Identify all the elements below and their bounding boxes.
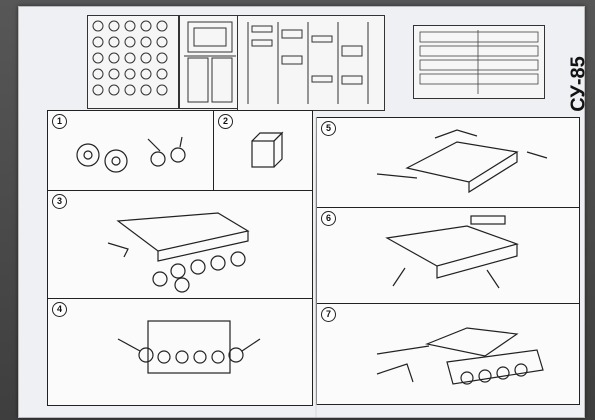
step-number: 5 [321, 121, 336, 136]
instruction-sheet: СУ-85 1 2 3 [18, 6, 589, 418]
step-6-drawing [385, 215, 519, 289]
model-title: СУ-85 [567, 56, 589, 112]
step-1-drawing [76, 136, 186, 173]
step-7-drawing [376, 327, 544, 385]
step-2-drawing [251, 131, 284, 168]
sprue-hull-parts [179, 15, 241, 109]
model-title-text: СУ-85 [567, 56, 589, 112]
step-panel-3: 3 [47, 190, 313, 300]
sprue-small-parts [237, 15, 385, 111]
step-panel-6: 6 [316, 207, 580, 305]
wheel-parts-drawing [92, 20, 168, 96]
step-panel-1: 1 [47, 110, 215, 192]
step-panel-4: 4 [47, 298, 313, 406]
step-panel-2: 2 [213, 110, 313, 192]
step-number: 2 [218, 114, 233, 129]
step-number: 4 [52, 302, 67, 317]
step-number: 7 [321, 307, 336, 322]
fold-crease [315, 117, 317, 417]
track-links-drawing [419, 30, 539, 94]
small-parts-drawing [247, 22, 369, 104]
step-panel-7: 7 [316, 303, 580, 405]
step-number: 6 [321, 211, 336, 226]
sprue-track-links [413, 25, 545, 99]
step-5-drawing [376, 129, 548, 194]
step-panel-5: 5 [316, 117, 580, 209]
sprue-wheels [87, 15, 179, 109]
hull-parts-drawing [184, 21, 236, 103]
step-3-drawing [107, 212, 250, 293]
step-4-drawing [117, 320, 261, 374]
step-number: 3 [52, 194, 67, 209]
step-number: 1 [52, 114, 67, 129]
